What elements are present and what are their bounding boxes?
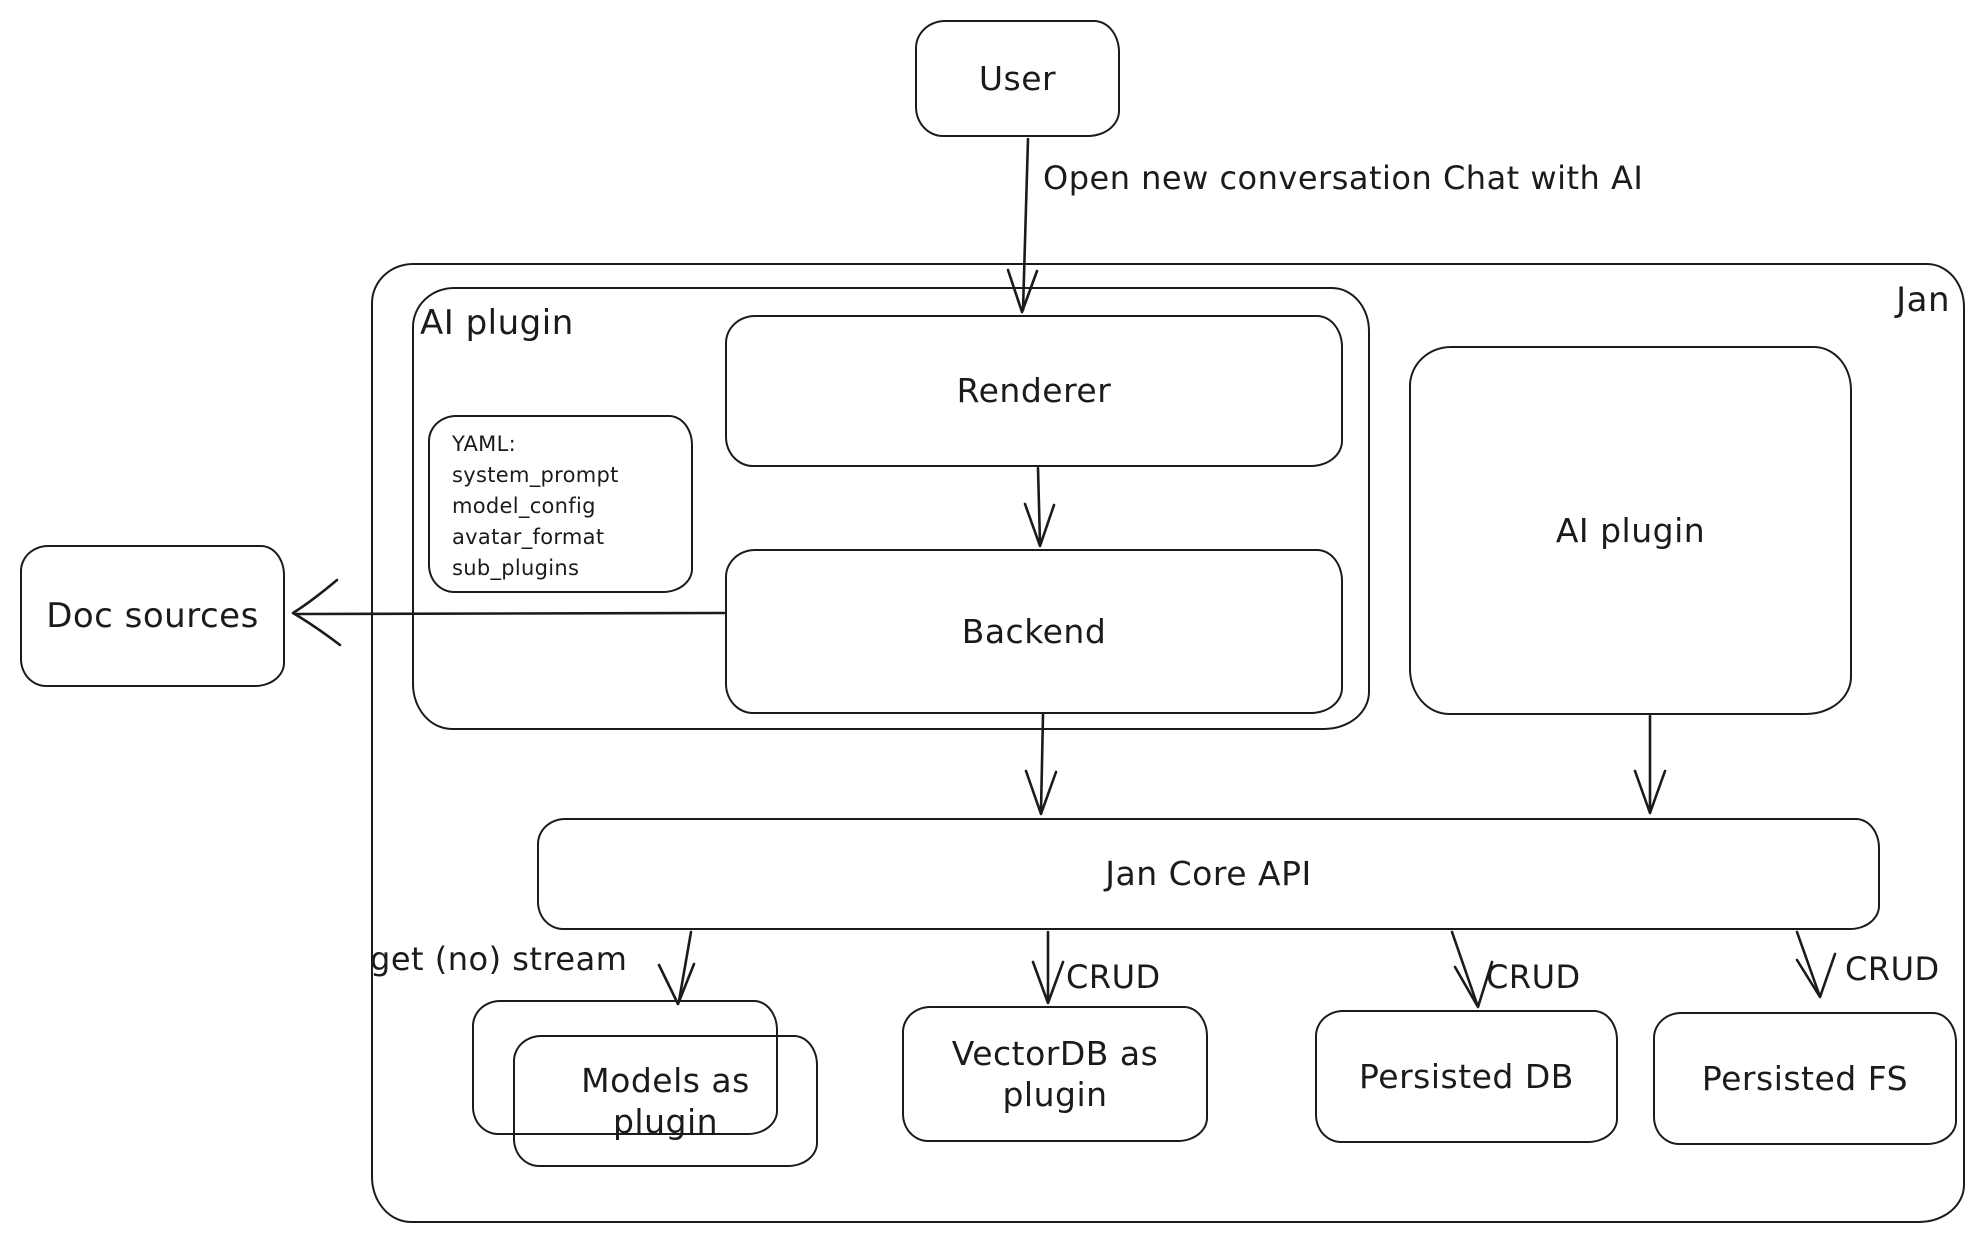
arrow-jan-core-api-to-persisted-fs	[1795, 930, 1837, 999]
renderer-label: Renderer	[956, 371, 1112, 411]
models-as-plugin-label: Models as plugin	[581, 1060, 750, 1141]
ai-plugin-box[interactable]: AI plugin	[1409, 346, 1852, 715]
yaml-note-line: avatar_format	[452, 525, 605, 549]
arrow-renderer-to-backend	[1023, 466, 1056, 548]
ai-plugin-container[interactable]	[412, 287, 1370, 730]
user-label: User	[978, 58, 1057, 98]
backend-box[interactable]: Backend	[725, 549, 1343, 714]
jan-core-api-box[interactable]: Jan Core API	[537, 818, 1880, 930]
persisted-db-label: Persisted DB	[1359, 1056, 1574, 1096]
jan-container[interactable]	[371, 263, 1965, 1223]
renderer-box[interactable]: Renderer	[725, 315, 1343, 467]
jan-label: Jan	[1896, 280, 1950, 320]
yaml-note-line: model_config	[452, 494, 596, 518]
backend-label: Backend	[961, 611, 1107, 651]
arrow-jan-core-api-to-vectordb	[1031, 930, 1065, 1005]
user-box[interactable]: User	[915, 20, 1120, 137]
persisted-fs-label: Persisted FS	[1701, 1058, 1909, 1098]
arrow-jan-core-api-to-models	[657, 930, 696, 1006]
vectordb-as-plugin-label: VectorDB as plugin	[951, 1033, 1159, 1114]
yaml-note-line: system_prompt	[452, 463, 619, 487]
vectordb-as-plugin-box[interactable]: VectorDB as plugin	[902, 1006, 1208, 1142]
arrow-backend-to-jan-core-api	[1024, 713, 1058, 816]
edge-label-crud-persisted-fs: CRUD	[1845, 950, 1940, 988]
models-as-plugin-box[interactable]: Models as plugin	[513, 1035, 818, 1167]
ai-plugin-container-label: AI plugin	[420, 303, 574, 343]
edge-label-crud-vectordb: CRUD	[1066, 958, 1161, 996]
jan-core-api-label: Jan Core API	[1105, 854, 1312, 894]
yaml-note-line: sub_plugins	[452, 556, 580, 580]
arrow-user-to-renderer	[1006, 137, 1039, 314]
yaml-note[interactable]: YAML: system_prompt model_config avatar_…	[428, 415, 693, 593]
arrow-ai-plugin-to-jan-core-api	[1633, 714, 1667, 815]
arrow-jan-core-api-to-persisted-db	[1450, 930, 1494, 1009]
models-stack-back-box[interactable]	[472, 1000, 778, 1135]
doc-sources-label: Doc sources	[46, 595, 259, 636]
persisted-fs-box[interactable]: Persisted FS	[1653, 1012, 1957, 1145]
yaml-note-title: YAML:	[452, 432, 516, 456]
doc-sources-box[interactable]: Doc sources	[20, 545, 285, 687]
edge-label-open-conversation: Open new conversation Chat with AI	[1043, 159, 1644, 197]
persisted-db-box[interactable]: Persisted DB	[1315, 1010, 1618, 1143]
edge-label-crud-persisted-db: CRUD	[1486, 958, 1581, 996]
edge-label-get-no-stream: get (no) stream	[370, 940, 628, 978]
arrow-backend-to-doc-sources	[291, 578, 727, 647]
ai-plugin-label: AI plugin	[1555, 510, 1706, 550]
